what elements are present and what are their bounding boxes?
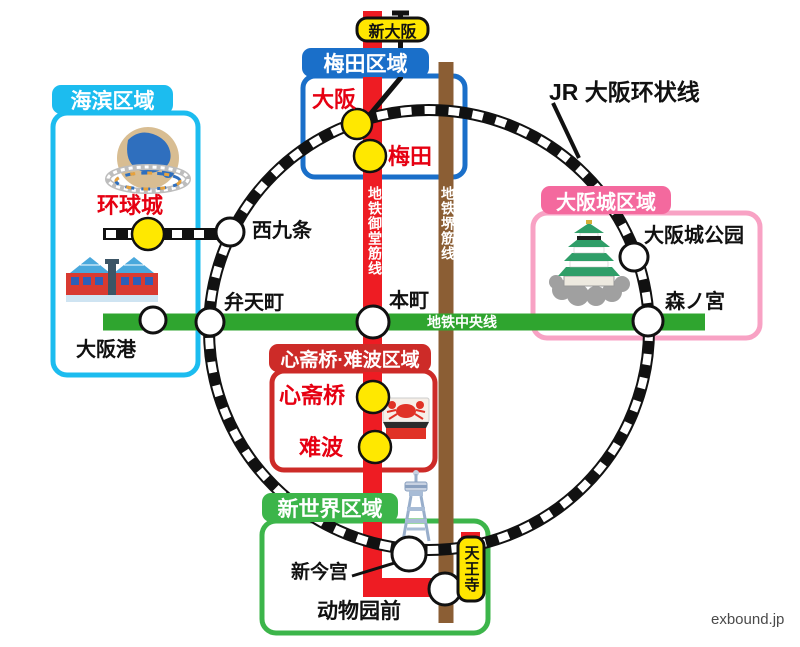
osakajo-koen-station-label: 大阪城公园 (644, 225, 744, 247)
shin-imamiya-pointer-line (351, 559, 402, 578)
osaka-castle-area-title: 大阪城区域 (556, 191, 656, 214)
seaside-area-header: 海滨区域 (52, 85, 173, 114)
aquarium-icon (66, 257, 158, 302)
bentencho-station-label: 弁天町 (224, 292, 284, 314)
shin-imamiya-station-label: 新今宫 (291, 562, 349, 583)
station-dot-osaka (340, 107, 374, 141)
universal-city-label: 环球城 (97, 193, 164, 218)
station-dot-hommachi (355, 304, 391, 340)
osaka-castle-icon (549, 220, 630, 306)
osaka-castle-area-header: 大阪城区域 (541, 186, 671, 214)
station-dot-namba (357, 429, 393, 465)
shin-osaka-badge (355, 16, 430, 43)
sakaisuji-line-label: 地铁堺筋线 (440, 186, 456, 261)
shinsekai-area-header: 新世界区域 (262, 493, 398, 522)
osaka-station-label: 大阪 (312, 87, 357, 112)
shinsaibashi-station-label: 心斋桥 (279, 383, 346, 408)
namba-station-label: 难波 (299, 435, 344, 460)
umeda-area-header: 梅田区域 (302, 48, 429, 77)
station-dot-bentencho (194, 306, 226, 338)
station-dot-shinsaibashi (355, 379, 391, 415)
tsutenkaku-tower-icon (401, 470, 431, 542)
station-dot-dobutsuen-mae (427, 571, 463, 607)
station-dot-shin-imamiya (390, 535, 428, 573)
station-dot-morinomiya (631, 304, 665, 338)
seaside-area-title: 海滨区域 (70, 89, 155, 113)
jr-loop-pointer-line (551, 102, 581, 159)
chuo-line-label: 地铁中央线 (427, 314, 497, 330)
osakako-station-label: 大阪港 (76, 339, 136, 361)
dobutsuen-mae-station-label: 动物园前 (317, 600, 401, 623)
midosuji-line-label: 地铁御堂筋线 (367, 186, 383, 276)
shinsekai-area-title: 新世界区域 (277, 497, 383, 521)
station-dot-umeda (352, 138, 388, 174)
shin-osaka-badge-label: 新大阪 (368, 23, 417, 41)
umeda-station-label: 梅田 (388, 144, 433, 169)
tennoji-badge-label: 天王寺 (462, 545, 480, 593)
shinsaibashi-namba-area-title: 心斋桥·难波区域 (280, 349, 420, 371)
station-dot-universal-city (130, 216, 166, 252)
crab-sign-icon (382, 397, 430, 439)
universal-globe-icon (105, 127, 191, 194)
hommachi-station-label: 本町 (389, 290, 429, 312)
station-dot-osakajo-koen (618, 241, 650, 273)
tennoji-badge (456, 535, 486, 603)
morinomiya-station-label: 森ノ宮 (665, 291, 725, 313)
jr-loop-line-label: JR 大阪环状线 (549, 79, 700, 105)
nishikujo-station-label: 西九条 (252, 220, 312, 242)
station-dot-nishikujo (214, 216, 246, 248)
station-dot-osakako (138, 305, 168, 335)
shinsaibashi-namba-area-header: 心斋桥·难波区域 (269, 344, 431, 372)
watermark: exbound.jp (711, 611, 785, 628)
umeda-area-title: 梅田区域 (323, 52, 408, 76)
